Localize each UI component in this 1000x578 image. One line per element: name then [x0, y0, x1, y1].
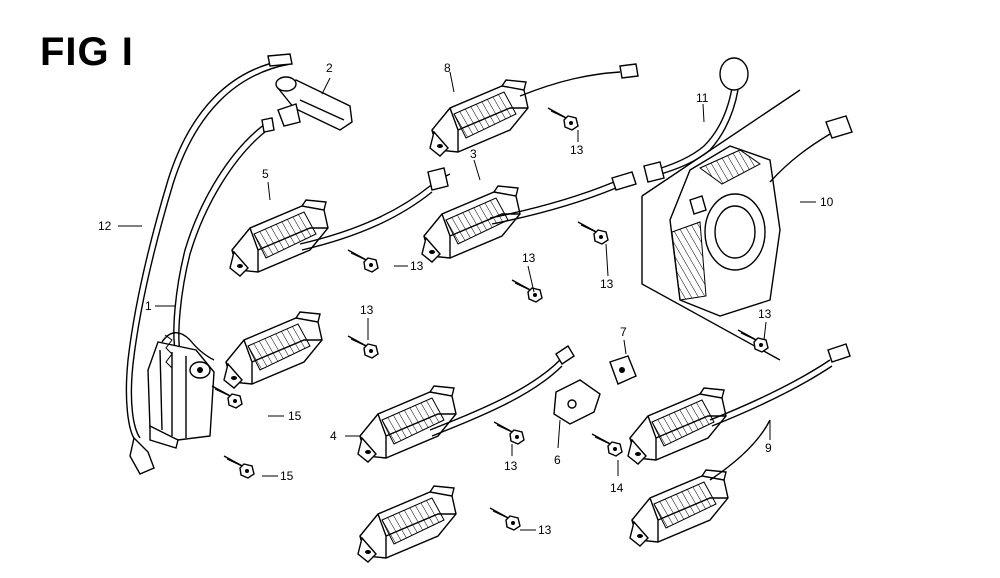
callout-15-lower: 15 — [280, 469, 294, 483]
callout-13-coil3-lower: 13 — [522, 251, 536, 265]
callout-13-coil5: 13 — [410, 259, 424, 273]
callout-13-left-mid: 13 — [360, 303, 374, 317]
callout-8: 8 — [444, 61, 451, 75]
coil-5 — [229, 167, 451, 277]
callout-3: 3 — [470, 147, 477, 161]
bolt-13-bottom — [489, 507, 521, 531]
coil-4 — [357, 345, 575, 463]
ignition-lead — [173, 117, 275, 353]
bolt-13-coil3-lower — [511, 279, 543, 303]
callout-1: 1 — [145, 299, 152, 313]
bolt-13-left-mid — [347, 335, 379, 359]
callout-2: 2 — [326, 61, 333, 75]
stator-assembly-10 — [641, 89, 853, 361]
bolt-13-coil3-right — [577, 221, 609, 245]
lead-11 — [643, 57, 749, 183]
callout-13-coil4: 13 — [504, 459, 518, 473]
coil-unlabeled-bottom — [357, 485, 457, 563]
callout-15-upper: 15 — [288, 409, 302, 423]
bracket-6 — [553, 379, 601, 425]
callout-6: 6 — [554, 453, 561, 467]
coil-unlabeled-left — [223, 311, 323, 389]
callout-13-coil3-right: 13 — [600, 277, 614, 291]
spark-plug-cap — [275, 76, 353, 131]
bolt-13-coil4 — [493, 421, 525, 445]
callout-9: 9 — [765, 441, 772, 455]
bolt-15-upper — [211, 385, 243, 409]
callout-5: 5 — [262, 167, 269, 181]
pulse-generator-unit — [147, 332, 215, 449]
high-tension-lead — [125, 53, 293, 475]
coil-8 — [429, 63, 639, 157]
grommet-7 — [609, 355, 637, 385]
callout-13-stator: 13 — [758, 307, 772, 321]
callout-4: 4 — [330, 429, 337, 443]
callout-7: 7 — [620, 325, 627, 339]
bolt-13-stator — [737, 329, 769, 353]
callout-13-bottom: 13 — [538, 523, 552, 537]
coil-3 — [421, 171, 637, 263]
callout-11: 11 — [696, 91, 709, 105]
coil-9-upper — [627, 343, 851, 465]
bolt-15-lower — [223, 455, 255, 479]
callout-10: 10 — [820, 195, 834, 209]
figure-title: FIG I — [40, 30, 134, 74]
bolt-14 — [591, 433, 623, 457]
leader-lines — [118, 71, 816, 531]
bolt-13-coil5 — [347, 249, 379, 273]
callout-14: 14 — [610, 481, 624, 495]
callout-12: 12 — [98, 219, 112, 233]
coil-9-lower — [629, 419, 771, 547]
callout-13-coil8: 13 — [570, 143, 584, 157]
bolt-13-coil8 — [547, 107, 579, 131]
